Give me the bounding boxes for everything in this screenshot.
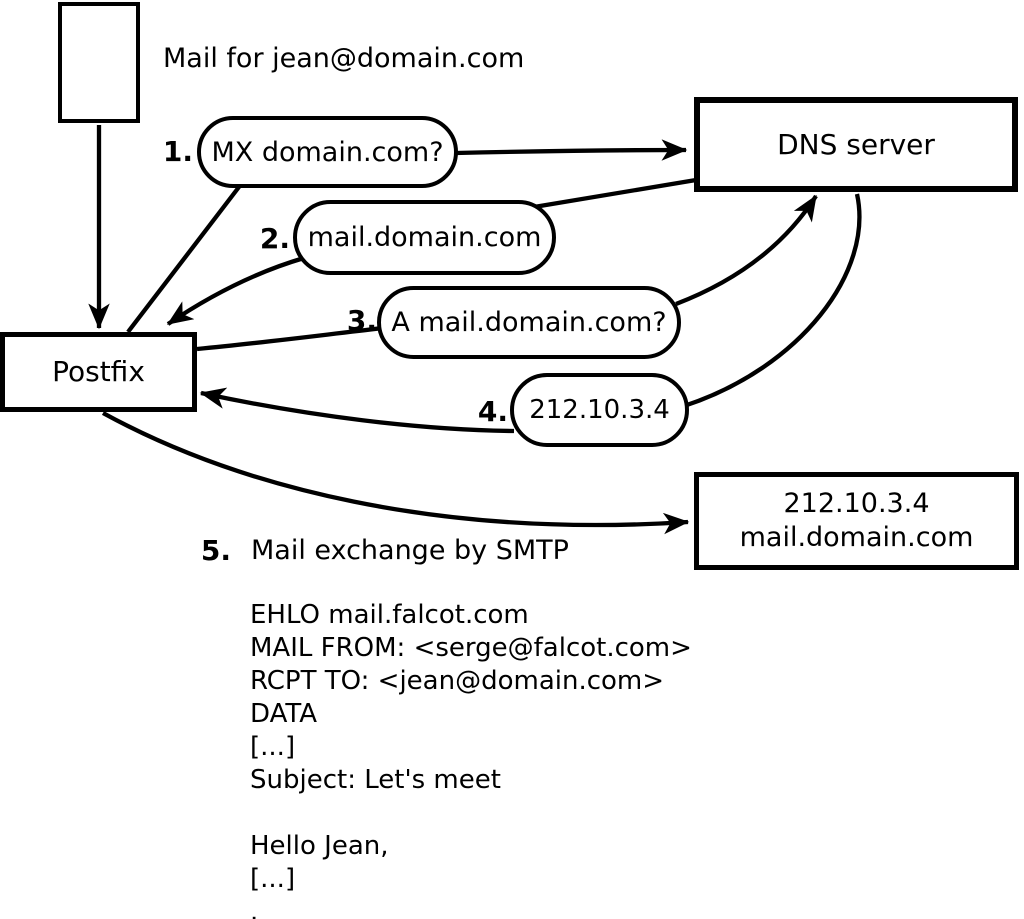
step1-query-pill: MX domain.com? (197, 116, 458, 188)
smtp-line: [...] (250, 732, 296, 762)
arrow-step5-postfix-to-mailserver (101, 411, 690, 535)
step2-answer-label: mail.domain.com (307, 222, 542, 253)
step4-answer-pill: 212.10.3.4 (510, 373, 689, 447)
mail-server-ip: 212.10.3.4 (783, 488, 930, 519)
step3-number: 3. (346, 304, 377, 337)
smtp-line (250, 797, 692, 830)
smtp-line: EHLO mail.falcot.com (250, 600, 529, 630)
arrow-answer2-to-postfix (166, 255, 305, 326)
arrow-query3-to-dns (675, 194, 818, 307)
mail-message-box (58, 2, 140, 123)
smtp-line: DATA (250, 699, 317, 729)
line-query3-postfix-to-pill (196, 325, 385, 352)
dns-server-box: DNS server (694, 97, 1018, 192)
smtp-transcript: EHLO mail.falcot.com MAIL FROM: <serge@f… (250, 599, 692, 919)
dns-server-label: DNS server (777, 127, 935, 161)
smtp-line: RCPT TO: <jean@domain.com> (250, 666, 665, 696)
step3-query-pill: A mail.domain.com? (377, 286, 681, 359)
postfix-label: Postfix (52, 355, 145, 389)
mail-server-box: 212.10.3.4 mail.domain.com (694, 472, 1019, 570)
smtp-line: [...] (250, 864, 296, 894)
step5-label: Mail exchange by SMTP (251, 535, 569, 566)
arrow-answer4-to-postfix (199, 387, 515, 434)
smtp-line: MAIL FROM: <serge@falcot.com> (250, 633, 692, 663)
line-answer2-dns-to-pill (533, 177, 697, 210)
step1-query-label: MX domain.com? (211, 136, 444, 168)
step3-query-label: A mail.domain.com? (391, 307, 667, 338)
step5-number: 5. (200, 534, 231, 567)
line-answer4-dns-to-pill (683, 193, 862, 409)
step2-answer-pill: mail.domain.com (293, 200, 556, 275)
smtp-line: Subject: Let's meet (250, 765, 501, 795)
smtp-line: . (250, 897, 259, 919)
step1-number: 1. (162, 135, 193, 168)
arrow-query1-to-dns (455, 139, 688, 161)
smtp-line: Hello Jean, (250, 831, 389, 861)
step2-number: 2. (259, 222, 290, 255)
mail-server-hostname: mail.domain.com (739, 522, 974, 553)
mail-title: Mail for jean@domain.com (163, 43, 525, 74)
postfix-box: Postfix (0, 332, 197, 412)
line-query1-postfix-to-pill (126, 181, 244, 334)
step4-answer-label: 212.10.3.4 (529, 395, 670, 425)
step4-number: 4. (477, 395, 508, 428)
